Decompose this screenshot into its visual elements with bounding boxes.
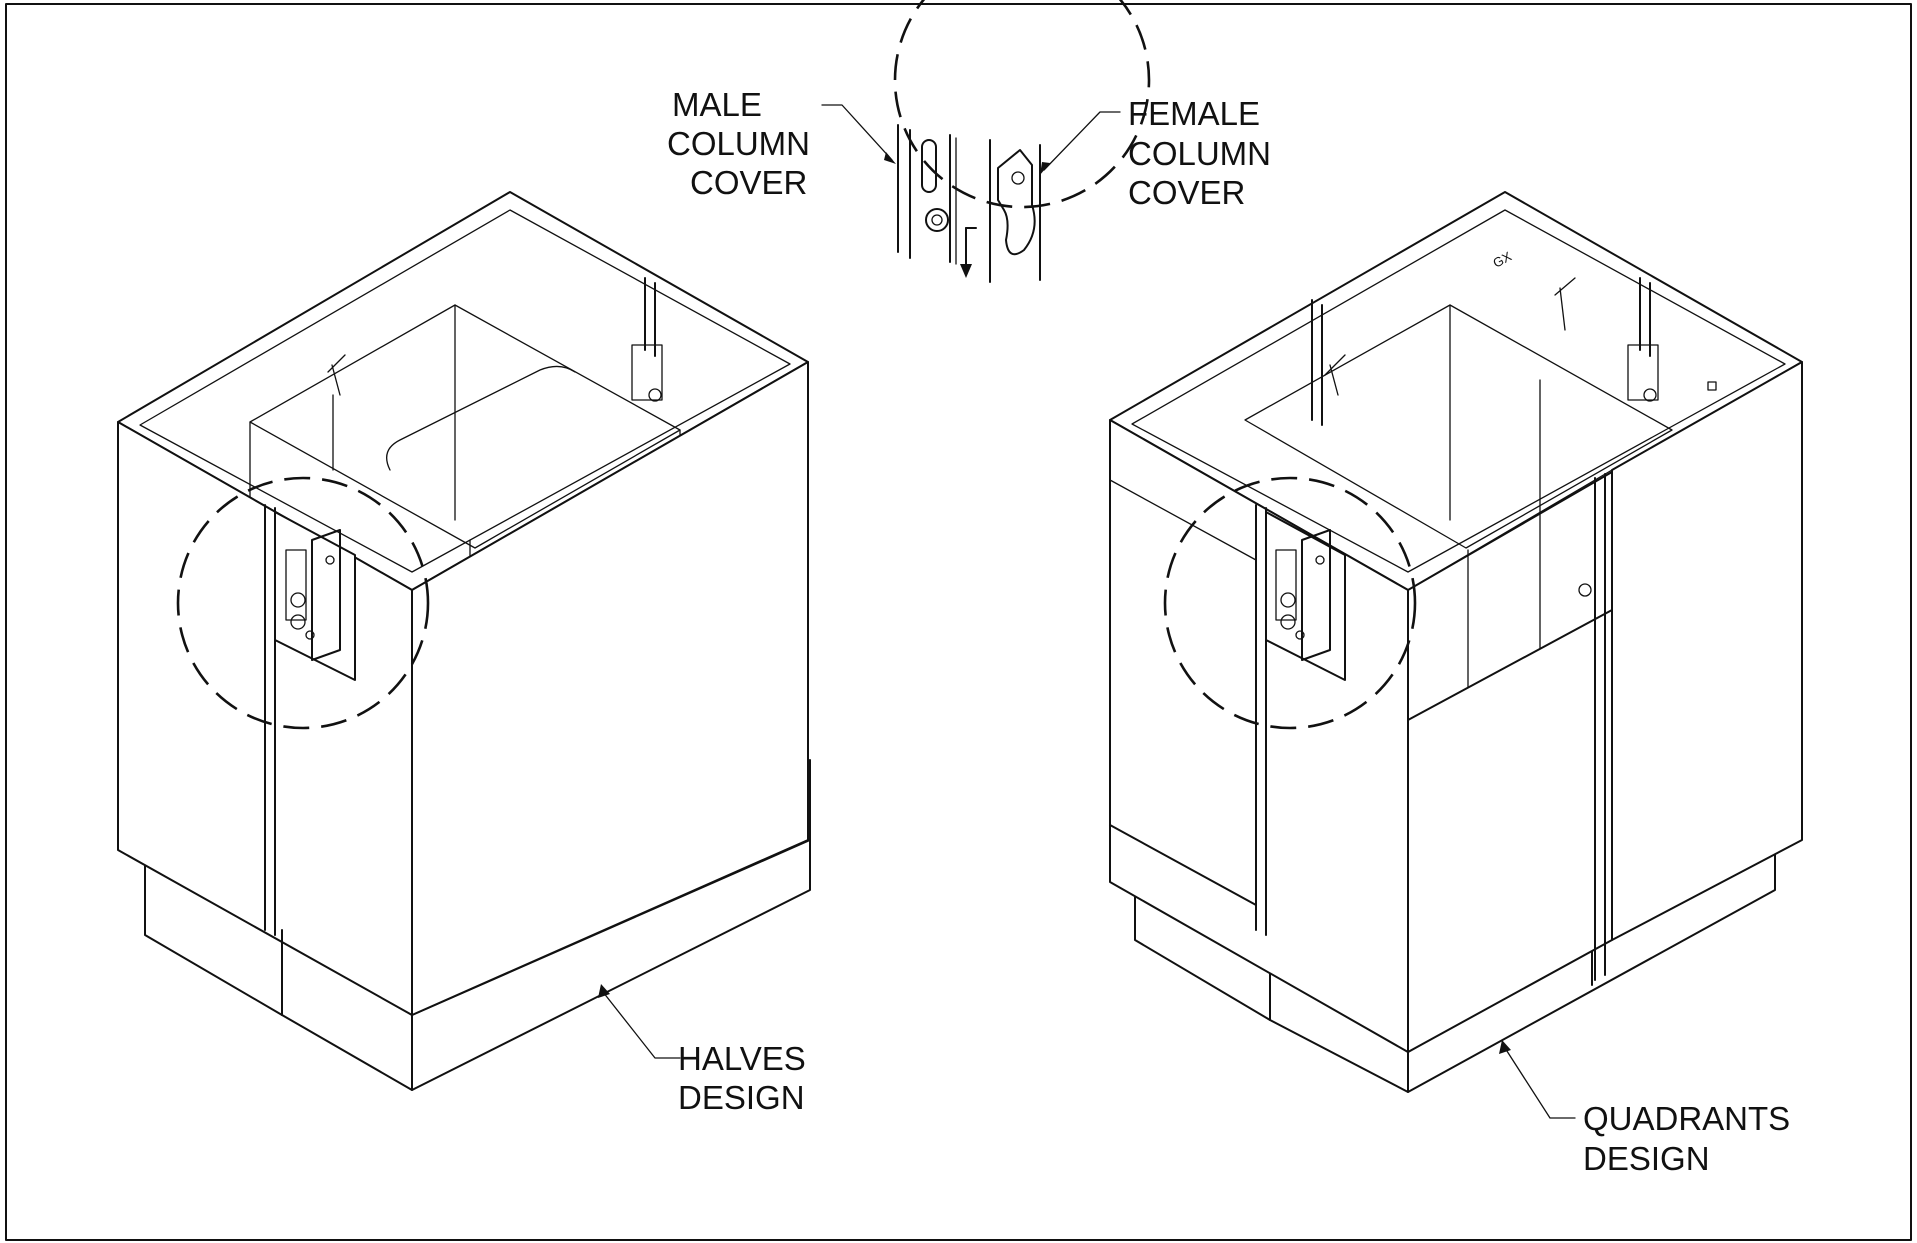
male-label-line3: COVER: [690, 164, 807, 201]
female-label-line1: FEMALE: [1128, 95, 1260, 132]
halves-design-cabinet: [117, 191, 811, 1091]
slot-icon: [921, 139, 937, 193]
keyhole-bracket-icon: [997, 149, 1036, 256]
female-label-line2: COLUMN: [1128, 135, 1271, 172]
halves-label-line2: DESIGN: [678, 1079, 805, 1116]
column-cover-detail: [821, 0, 1151, 283]
column-bracket-icon: [311, 529, 341, 661]
column-bracket-icon: [1301, 529, 1331, 661]
bolt-icon: [1578, 583, 1592, 597]
quadrants-detail-circle: [1163, 476, 1417, 730]
halves-detail-circle: [176, 476, 430, 730]
halves-label-line1: HALVES: [678, 1040, 806, 1077]
quadrants-label-line1: QUADRANTS: [1583, 1100, 1790, 1137]
quadrants-label-line2: DESIGN: [1583, 1140, 1710, 1177]
detail-circle: [893, 0, 1151, 209]
male-label-line1: MALE: [672, 86, 762, 123]
quadrants-design-cabinet: GX: [1109, 191, 1803, 1119]
bolt-icon: [925, 208, 949, 232]
female-label-line3: COVER: [1128, 174, 1245, 211]
sheet-border: [5, 3, 1912, 1241]
male-label-line2: COLUMN: [667, 125, 810, 162]
